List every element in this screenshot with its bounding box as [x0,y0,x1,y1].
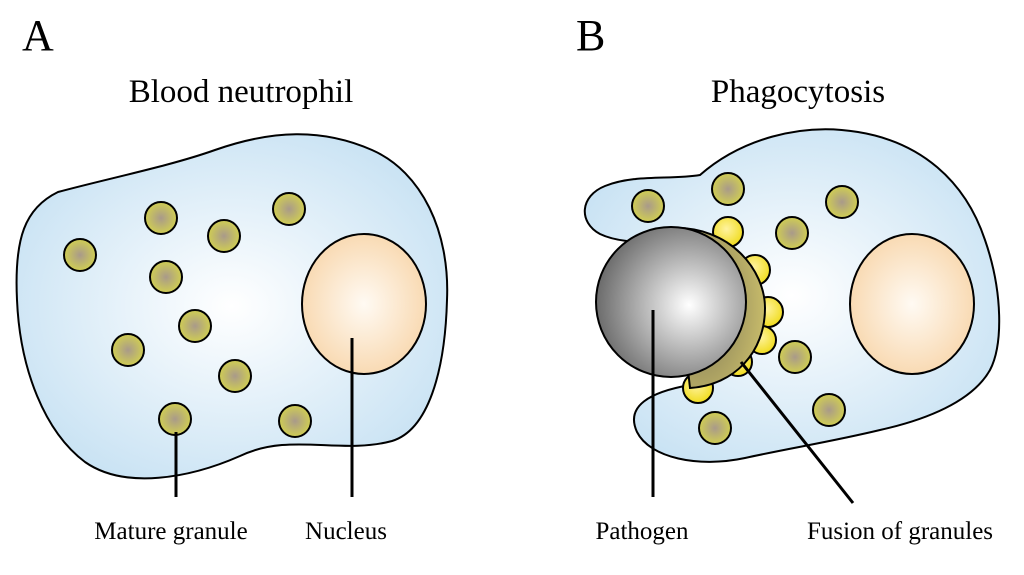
granule [631,189,665,223]
granule [825,185,859,219]
nucleus [849,233,975,375]
granule [272,192,306,226]
panel-b: B Phagocytosis Pathogen Fusio [576,11,1001,545]
granules [631,172,859,445]
granule [812,393,846,427]
granule [775,216,809,250]
panel-b-letter: B [576,11,605,60]
pathogen-label: Pathogen [595,518,689,545]
granule [278,404,312,438]
phagocyte-cell-body [583,128,1001,463]
granule [149,260,183,294]
nucleus-label: Nucleus [305,518,387,545]
fusion-pointer-line [739,361,855,504]
panel-b-title: Phagocytosis [711,74,885,110]
panel-a-letter: A [22,11,54,60]
granule [158,402,192,436]
granule [698,411,732,445]
pathogen [595,226,747,378]
granule [178,309,212,343]
panel-a-title: Blood neutrophil [129,74,354,110]
granule [218,359,252,393]
neutrophil-cell-body [15,133,449,480]
panel-a: A Blood neutrophil Mature granule Nucleu… [15,11,449,545]
granules [63,192,312,438]
granule [207,219,241,253]
granule [63,238,97,272]
granule [144,201,178,235]
nucleus [301,233,427,375]
granule [711,172,745,206]
fusion-label: Fusion of granules [807,518,993,545]
granule [778,340,812,374]
granule [111,333,145,367]
granule-label: Mature granule [94,518,247,545]
